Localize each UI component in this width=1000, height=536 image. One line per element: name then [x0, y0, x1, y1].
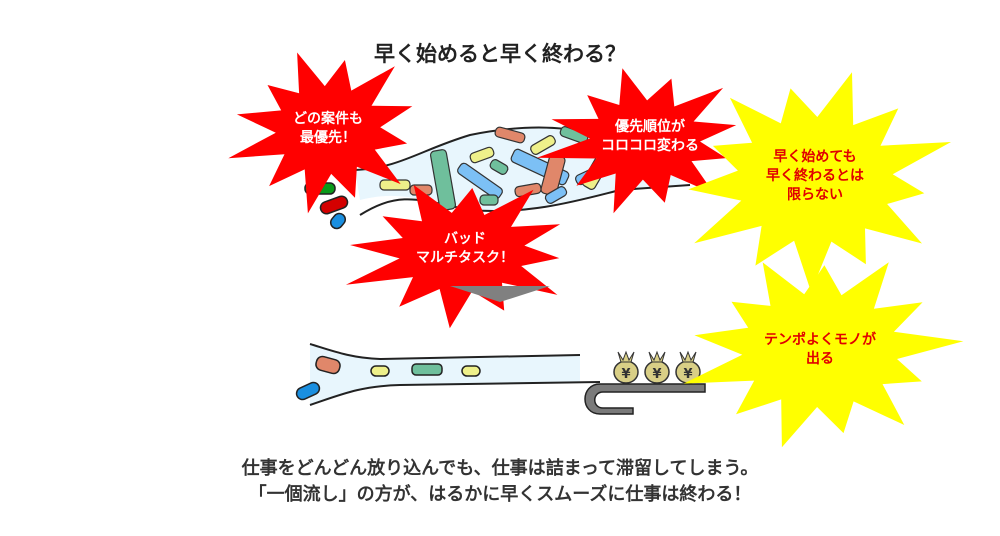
caption-line-2: 「一個流し」の方が、はるかに早くスムーズに仕事は終わる！ [248, 484, 752, 505]
smooth-pipe-top-edge [309, 343, 581, 361]
page-title: 早く始めると早く終わる？ [374, 42, 626, 66]
yellow-burst-steady-output [683, 262, 964, 448]
congested-tasks [379, 126, 613, 211]
down-arrow [450, 286, 550, 302]
money-bag-knot [648, 350, 666, 363]
red-burst-bad-multitask [345, 185, 561, 329]
smooth-pipe-bottom-edge [309, 381, 601, 406]
task-pill [469, 146, 495, 164]
burst-label-priority-changes: 優先順位が コロコロ変わる [580, 118, 720, 156]
red-burst-all-top-priority [228, 52, 413, 214]
task-pill [494, 126, 526, 144]
task-yellow-flowing [370, 365, 390, 377]
yen-symbol: ¥ [652, 367, 661, 382]
task-pill [479, 194, 499, 206]
burst-label-all-top-priority: どの案件も 最優先！ [268, 110, 388, 148]
burst-line: 最優先！ [300, 130, 356, 146]
task-green-flowing [411, 363, 443, 376]
burst-line: コロコロ変わる [601, 138, 699, 154]
burst-line: 優先順位が [615, 119, 685, 135]
conveyor [584, 383, 706, 415]
burst-label-not-finish-early: 早く始めても 早く終わるとは 限らない [740, 148, 890, 205]
money-bag-knot [617, 350, 635, 363]
money-bags: ¥ ¥ ¥ [613, 350, 701, 384]
money-bag-knot [679, 350, 697, 363]
burst-label-bad-multitask: バッド マルチタスク！ [390, 230, 540, 268]
burst-line: 限らない [787, 187, 843, 203]
yen-symbol: ¥ [621, 367, 630, 382]
conveyor-belt [584, 383, 706, 415]
burst-line: バッド [444, 231, 486, 247]
burst-line: 早く始めても [773, 149, 857, 165]
caption: 仕事をどんどん放り込んでも、仕事は詰まって滞留してしまう。 「一個流し」の方が、… [0, 456, 1000, 508]
caption-line-1: 仕事をどんどん放り込んでも、仕事は詰まって滞留してしまう。 [241, 458, 759, 479]
smooth-pipe [310, 344, 580, 405]
burst-line: 出る [806, 351, 834, 367]
task-blue-entering [295, 381, 321, 401]
burst-line: 早く終わるとは [766, 168, 864, 184]
burst-line: マルチタスク！ [416, 250, 514, 266]
task-yellow-flowing [461, 365, 481, 377]
task-red [319, 195, 349, 215]
task-blue [329, 212, 347, 230]
burst-line: どの案件も [293, 111, 363, 127]
task-pill [429, 149, 457, 211]
task-pill [544, 186, 568, 204]
yen-symbol: ¥ [683, 367, 692, 382]
task-pill [530, 135, 556, 155]
task-pill [489, 159, 509, 175]
red-burst-priority-changes [537, 68, 737, 214]
burst-label-steady-output: テンポよくモノが 出る [745, 331, 895, 369]
task-orange-flowing [315, 355, 341, 375]
task-pill [457, 162, 503, 200]
burst-line: テンポよくモノが [764, 332, 876, 348]
yellow-burst-not-finish-early [688, 72, 951, 292]
